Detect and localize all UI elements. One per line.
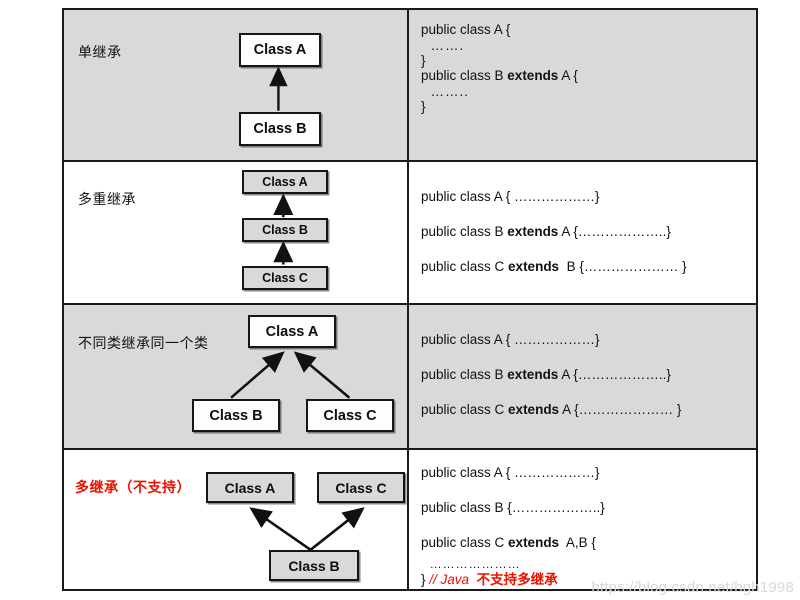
row-label-single-inheritance: 单继承 [78,44,122,60]
code-pre: public class A { ………………} [421,465,600,480]
row-label-multilevel-inheritance: 多重继承 [78,191,136,207]
keyword-extends: extends [507,68,559,84]
diagram-cell-multiple-inheritance: 多继承（不支持） Class A Class C Class B [64,450,409,589]
code-pre: public class B [421,367,508,383]
code-line: public class A { [421,22,511,37]
code-pre: public class C [421,259,509,275]
code-post: A {………………..} [558,224,671,240]
code-line: public class B extends A {………………..} [421,366,746,384]
code-pre: public class C [421,402,509,418]
java-comment: // Java 不支持多继承 [426,571,558,587]
code-line: public class B extends A { [421,68,746,84]
class-box-b: Class B [239,112,321,146]
code-line: public class A { ………………} [421,188,746,206]
arrow-c-to-a [293,351,351,399]
table-row: 不同类继承同一个类 Class A Class B Class C public… [64,305,756,450]
arrow-b-to-c [309,507,365,551]
row-label-multiple-inheritance: 多继承（不支持） [75,479,191,495]
code-line-comment: } // Java 不支持多继承 [421,572,746,588]
code-line: public class A { ………………} [421,464,746,482]
class-box-a: Class A [239,33,321,67]
code-pre: public class A { ………………} [421,332,600,347]
arrow-layer [269,66,288,111]
code-pre: public class B [421,224,508,240]
table-row: 多继承（不支持） Class A Class C Class B public … [64,450,756,589]
keyword-extends: extends [507,224,559,240]
code-line: } [421,52,426,68]
code-line: public class C extends B {………………… } [421,258,746,276]
arrow-b-to-a [230,351,285,399]
table-row: 多重继承 Class A Class B Class C public clas… [64,162,756,305]
comment-slashes: // Java [429,571,470,587]
class-box-b: Class B [242,218,328,242]
code-line: public class B extends A {………………..} [421,223,746,241]
code-pre: public class B [421,68,508,84]
code-post: A { [558,68,578,84]
code-cell-single-inheritance: public class A { ……. } public class B ex… [409,10,756,160]
keyword-extends: extends [508,402,560,418]
code-cell-multiple-inheritance: public class A { ………………} public class B … [409,450,756,589]
row-label-shared-superclass: 不同类继承同一个类 [78,335,209,351]
diagram-cell-single-inheritance: 单继承 Class A Class B [64,10,409,160]
code-line: public class C extends A {………………… } [421,401,746,419]
code-cell-shared-superclass: public class A { ………………} public class B … [409,305,756,448]
class-box-a: Class A [242,170,328,194]
code-post: A,B { [559,535,596,551]
class-box-a: Class A [248,315,336,348]
code-line: public class A { ………………} [421,331,746,349]
code-line: } [421,98,426,114]
code-line-dots: …….. [421,83,470,99]
code-cell-multilevel-inheritance: public class A { ………………} public class B … [409,162,756,303]
keyword-extends: extends [507,367,559,383]
diagram-cell-shared-superclass: 不同类继承同一个类 Class A Class B Class C [64,305,409,448]
class-box-c: Class C [242,266,328,290]
code-post: A {………………..} [558,367,671,383]
code-pre: public class B {………………..} [421,500,605,516]
keyword-extends: extends [508,259,560,275]
code-line-dots: ……. [421,37,465,53]
code-line: public class C extends A,B { [421,534,746,552]
arrow-b-to-a [249,507,312,551]
code-line-dots: ………………… [421,556,521,571]
code-line: public class B {………………..} [421,499,746,517]
class-box-b: Class B [269,550,359,581]
closing-brace: } [421,571,426,587]
class-box-b: Class B [192,399,280,432]
table-row: 单继承 Class A Class B public class A { …….… [64,10,756,162]
code-pre: public class A { ………………} [421,189,600,204]
code-post: A {………………… } [559,402,682,418]
diagram-cell-multilevel-inheritance: 多重继承 Class A Class B Class C [64,162,409,303]
code-pre: public class C [421,535,509,551]
keyword-extends: extends [508,535,560,551]
arrow-layer [273,193,294,265]
inheritance-comparison-table: 单继承 Class A Class B public class A { …….… [62,8,758,591]
code-post: B {………………… } [559,259,687,275]
comment-text: 不支持多继承 [476,571,558,587]
class-box-c: Class C [317,472,405,503]
class-box-a: Class A [206,472,294,503]
class-box-c: Class C [306,399,394,432]
watermark-url: https://blog.csdn.net/hgh1998 [591,579,794,596]
